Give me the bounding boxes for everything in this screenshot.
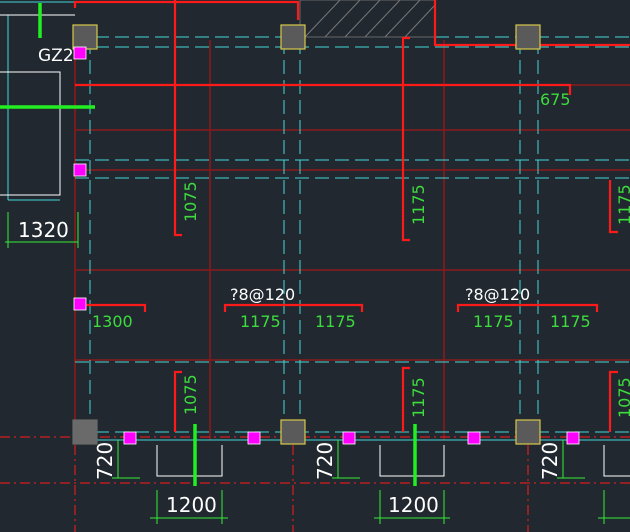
gz-marker <box>247 431 261 445</box>
green-thick-marks <box>0 3 417 486</box>
rebar-length-v: 1075 <box>615 377 630 418</box>
rebar-length-v: 1175 <box>409 377 428 418</box>
column-a1 <box>72 24 98 50</box>
rebar-length-h: 1175 <box>315 312 356 331</box>
gz-marker <box>342 431 356 445</box>
dim-720-label: 720 <box>93 442 117 480</box>
column-b2 <box>280 419 306 445</box>
white-outlines <box>0 14 630 477</box>
column-c1 <box>515 24 541 50</box>
gz-marker <box>467 431 481 445</box>
column-c2 <box>515 419 541 445</box>
beam-lines <box>74 40 630 440</box>
rebar-spec-label: ?8@120 <box>230 285 295 304</box>
axis-solid-lines <box>0 1 630 441</box>
rebar-spec-label: ?8@120 <box>465 285 530 304</box>
column-b1 <box>280 24 306 50</box>
gz-marker <box>73 46 87 60</box>
gz-marker <box>73 163 87 177</box>
dim-1320-label: 1320 <box>18 218 69 242</box>
rebar-length-h: 1175 <box>550 312 591 331</box>
gz-marker <box>123 431 137 445</box>
rebar-length-v: 1075 <box>181 181 200 222</box>
rebar-length-v: 1175 <box>615 184 630 225</box>
rebar-length-675: 675 <box>540 90 571 109</box>
gz-marker <box>73 297 87 311</box>
gz-marker <box>566 431 580 445</box>
dim-720-label: 720 <box>538 442 562 480</box>
columns <box>72 24 541 445</box>
dimension-lines <box>5 212 630 524</box>
dim-1200-label: 1200 <box>166 493 217 517</box>
rebar-lines <box>73 0 630 432</box>
gz2-label: GZ2 <box>38 46 74 66</box>
dim-1200-label: 1200 <box>388 493 439 517</box>
rebar-length-h: 1175 <box>240 312 281 331</box>
gz-markers <box>73 46 580 445</box>
rebar-length-1300: 1300 <box>92 312 133 331</box>
column-a2 <box>72 419 98 445</box>
rebar-length-v: 1175 <box>409 184 428 225</box>
hatch-area <box>299 0 436 38</box>
rebar-length-v: 1075 <box>181 374 200 415</box>
dim-720-label: 720 <box>313 442 337 480</box>
rebar-length-h: 1175 <box>473 312 514 331</box>
